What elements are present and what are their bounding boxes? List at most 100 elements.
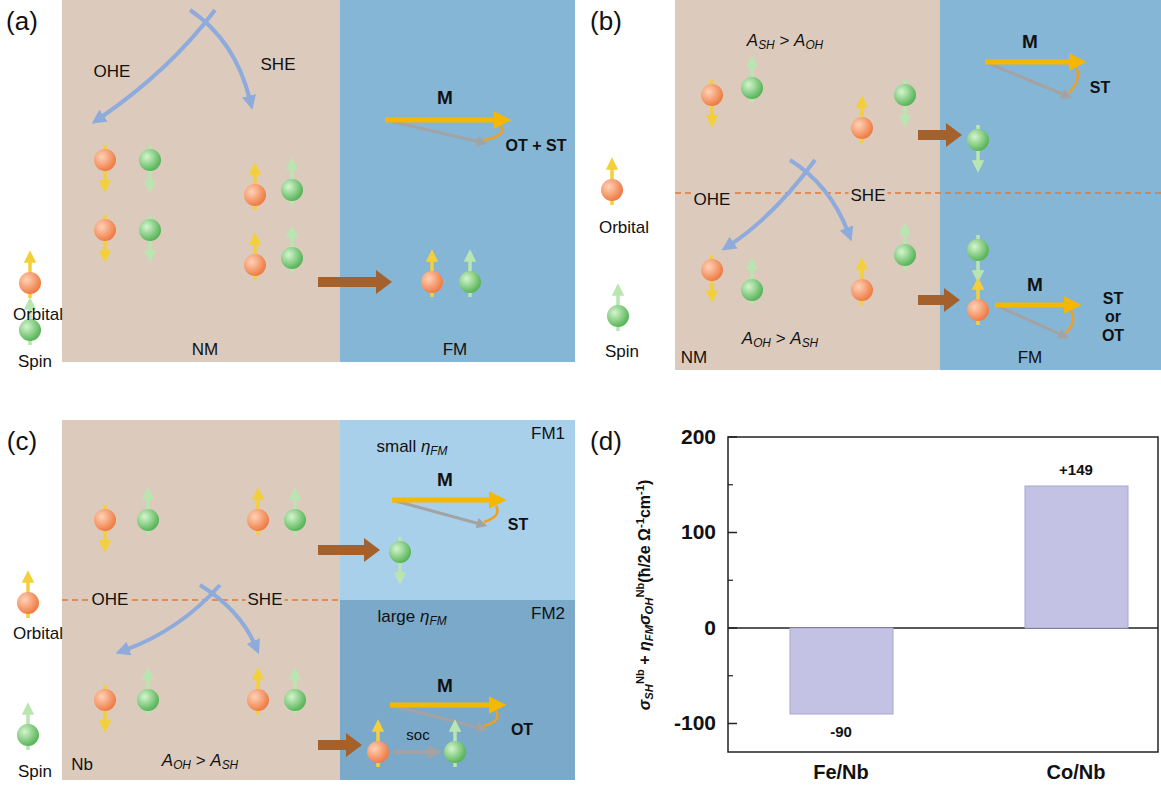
axis-tick [728,723,737,725]
figure-label: SHE [849,186,888,206]
text-run: OT + ST [506,137,567,154]
figure-label: soc [406,726,429,743]
figure-label: OT [511,721,533,739]
soc-arrow [394,750,432,754]
spin-ball [459,271,481,293]
axis-tick [728,484,733,485]
orbital-ball [421,271,443,293]
magnetization-arrow [995,303,1069,308]
figure-label: OHE [94,62,131,82]
text-run: 200 [681,425,716,448]
text-run: (b) [590,6,622,36]
orbital-ball [94,509,116,531]
figure-label: OHE [692,190,733,210]
text-run: (d) [590,426,622,456]
precession-arrow [390,705,480,728]
text-run: FM2 [531,604,565,623]
text-run: ST [508,516,528,533]
spin-ball [741,77,763,99]
text-run: A [790,329,801,348]
spin-ball [389,541,411,563]
text-run: NM [192,340,218,359]
axis-tick [728,627,737,629]
torque-arc [1066,311,1073,333]
spin-ball [444,741,466,763]
text-run: Nb [634,669,646,684]
orbital-ball [367,741,389,763]
text-run: (ħ/2e Ω [636,528,653,583]
text-run: Nb [71,755,93,774]
torque-arc [484,711,498,726]
text-run: small [376,437,420,456]
orbital-ball [851,279,873,301]
figure-label: (b) [590,7,622,37]
figure-label: (c) [7,427,37,457]
text-run: A [742,329,753,348]
figure-label: 0 [704,616,716,640]
text-run: OT [511,721,533,738]
text-run: -1 [634,518,646,528]
text-run: Fe/Nb [813,761,869,783]
figure-label: OHE [90,590,131,610]
spin-ball [894,84,916,106]
orbital-ball [244,184,266,206]
text-run: M [437,675,453,696]
axis-tick [728,675,733,676]
spin-ball [967,129,989,151]
legend-text: Spin [18,762,52,782]
orbital-ball [94,219,116,241]
bar [790,628,893,714]
figure-label: σSHNb + ηFMσOHNb(ħ/2e Ω-1cm-1) [634,480,656,711]
text-run: η [421,437,430,456]
torque-arc [484,126,502,140]
magnetization-arrow [985,60,1074,65]
text-run: M [437,87,453,108]
figure-label: Co/Nb [1047,761,1106,784]
text-run: OH [753,336,771,350]
region-box: FM [340,0,575,362]
text-run: M [1027,274,1043,295]
spin-ball [139,219,161,241]
figure-label: -90 [830,723,852,740]
figure-label: AOH > ASH [162,751,238,773]
text-run: OH [173,758,191,772]
figure-label: M [437,87,453,109]
text-run: FM [430,444,447,458]
text-run: large [377,607,420,626]
hall-arrow [190,10,250,100]
text-run: (c) [7,426,37,456]
orbital-ball [94,689,116,711]
text-run: SH [758,38,775,52]
spin-ball [607,305,629,327]
text-run: FM [429,614,446,628]
text-run: A [210,751,221,770]
region-label: FM [443,340,468,360]
spin-ball [281,179,303,201]
axis-tick [728,532,737,534]
legend-text: Spin [18,352,52,372]
precession-arrow [985,62,1065,95]
region-label: small ηFM [376,437,447,459]
axis-tick [728,436,737,438]
region-box: small ηFMFM1 [340,420,575,600]
figure-label: M [1022,31,1038,53]
orbital-ball [94,149,116,171]
figure-label: M [1027,274,1043,296]
text-run: OHE [694,190,731,209]
spin-ball [894,244,916,266]
transfer-arrow [918,123,962,147]
spin-ball [17,724,39,746]
text-run: SHE [851,186,886,205]
text-run: SH [643,684,655,700]
axis-tick [728,580,733,581]
text-run: OH [805,38,823,52]
text-run: ST or OT [1102,290,1124,344]
region-label: NM [681,348,707,368]
magnetization-arrow [390,703,494,708]
magnetization-arrow [385,118,499,123]
transfer-arrow [318,270,392,294]
orbital-ball [247,509,269,531]
figure-label: ST [508,516,528,534]
